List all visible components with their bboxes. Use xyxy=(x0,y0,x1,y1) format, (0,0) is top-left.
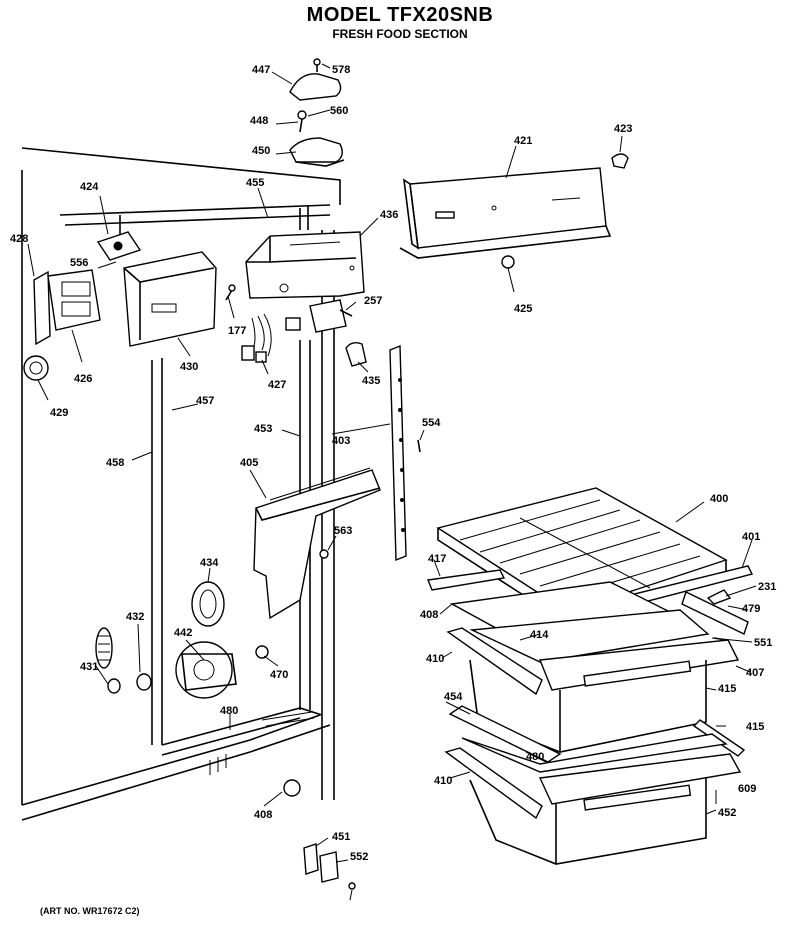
part-label-578: 578 xyxy=(332,64,350,76)
section-title: FRESH FOOD SECTION xyxy=(332,27,468,41)
part-labels: 447 578 448 560 450 421 423 424 455 436 … xyxy=(10,64,776,863)
part-label-403: 403 xyxy=(332,435,350,447)
part-label-431: 431 xyxy=(80,661,98,673)
part-label-414: 414 xyxy=(530,629,549,641)
part-label-442: 442 xyxy=(174,627,192,639)
part-label-457: 457 xyxy=(196,395,214,407)
part-label-452: 451 xyxy=(332,831,350,843)
part-label-450: 450 xyxy=(252,145,270,157)
part-label-470: 470 xyxy=(270,669,288,681)
part-label-429: 429 xyxy=(50,407,68,419)
part-label-447: 447 xyxy=(252,64,270,76)
control-panel xyxy=(399,153,629,269)
part-label-435: 435 xyxy=(362,375,380,387)
part-label-609: 408 xyxy=(254,809,272,821)
part-label-408: 452 xyxy=(718,807,736,819)
lower-drawer xyxy=(444,719,746,865)
part-label-480-left: 410 xyxy=(434,775,452,787)
part-label-480-right: 415 xyxy=(746,721,764,733)
part-label-455: 455 xyxy=(246,177,264,189)
part-label-448: 448 xyxy=(250,115,268,127)
part-label-453: 453 xyxy=(254,423,272,435)
wiring-harness xyxy=(241,313,301,363)
leader-lines xyxy=(27,63,757,901)
part-label-428: 428 xyxy=(10,233,28,245)
part-label-434: 434 xyxy=(200,557,219,569)
part-label-451: 552 xyxy=(350,851,368,863)
lower-left-parts xyxy=(95,581,356,890)
part-label-410-upper: 407 xyxy=(746,667,764,679)
relay-switch xyxy=(309,299,367,367)
part-label-563: 563 xyxy=(334,525,352,537)
part-label-401: 401 xyxy=(742,531,760,543)
part-label-405: 405 xyxy=(240,457,258,469)
part-label-409: 408 xyxy=(420,609,438,621)
air-duct-cover xyxy=(253,467,381,620)
light-cover-assembly xyxy=(289,58,345,167)
part-label-417: 417 xyxy=(428,553,446,565)
part-label-415-upper: 454 xyxy=(444,691,463,703)
control-housing xyxy=(245,231,365,299)
part-label-177: 177 xyxy=(228,325,246,337)
part-label-400: 400 xyxy=(710,493,728,505)
part-label-479-right: 479 xyxy=(742,603,760,615)
part-label-424: 424 xyxy=(80,181,99,193)
crisper-cover xyxy=(449,581,710,663)
part-label-425: 425 xyxy=(514,303,532,315)
part-label-415-lower: 480 xyxy=(526,751,544,763)
part-label-430: 430 xyxy=(180,361,198,373)
model-title: MODEL TFX20SNB xyxy=(306,4,494,26)
part-label-554: 554 xyxy=(422,417,441,429)
part-label-410-lower: 609 xyxy=(738,783,756,795)
part-label-551: 551 xyxy=(754,637,772,649)
part-label-231: 231 xyxy=(758,581,776,593)
part-label-436: 436 xyxy=(380,209,398,221)
thermostat-box xyxy=(123,251,236,347)
upper-drawer xyxy=(446,627,740,763)
part-label-407: 415 xyxy=(718,683,736,695)
part-label-426: 426 xyxy=(74,373,92,385)
part-label-432: 432 xyxy=(126,611,144,623)
part-label-458: 458 xyxy=(106,457,124,469)
shelf-support-strip xyxy=(389,344,421,562)
part-label-423: 423 xyxy=(614,123,632,135)
part-label-556: 556 xyxy=(70,257,88,269)
part-label-479-left: 410 xyxy=(426,653,444,665)
light-socket-parts xyxy=(23,231,142,381)
part-label-257: 257 xyxy=(364,295,382,307)
part-label-454: 480 xyxy=(220,705,238,717)
part-label-427: 427 xyxy=(268,379,286,391)
part-label-421: 421 xyxy=(514,135,532,147)
art-number: (ART NO. WR17672 C2) xyxy=(40,906,140,916)
part-label-560: 560 xyxy=(330,105,348,117)
